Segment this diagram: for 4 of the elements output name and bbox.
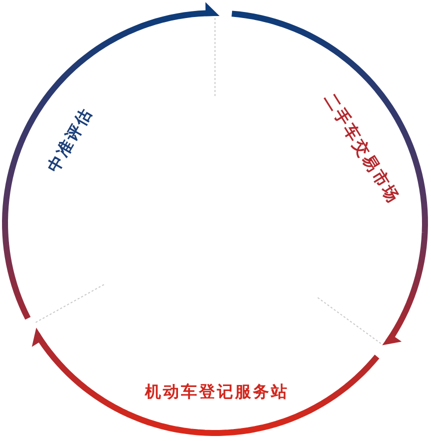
stage-label: 二手车交易市场 bbox=[320, 89, 403, 208]
stage-label: 机动车登记服务站 bbox=[144, 382, 289, 402]
arrow bbox=[205, 2, 220, 16]
stage-label: 中准评估 bbox=[44, 104, 96, 178]
